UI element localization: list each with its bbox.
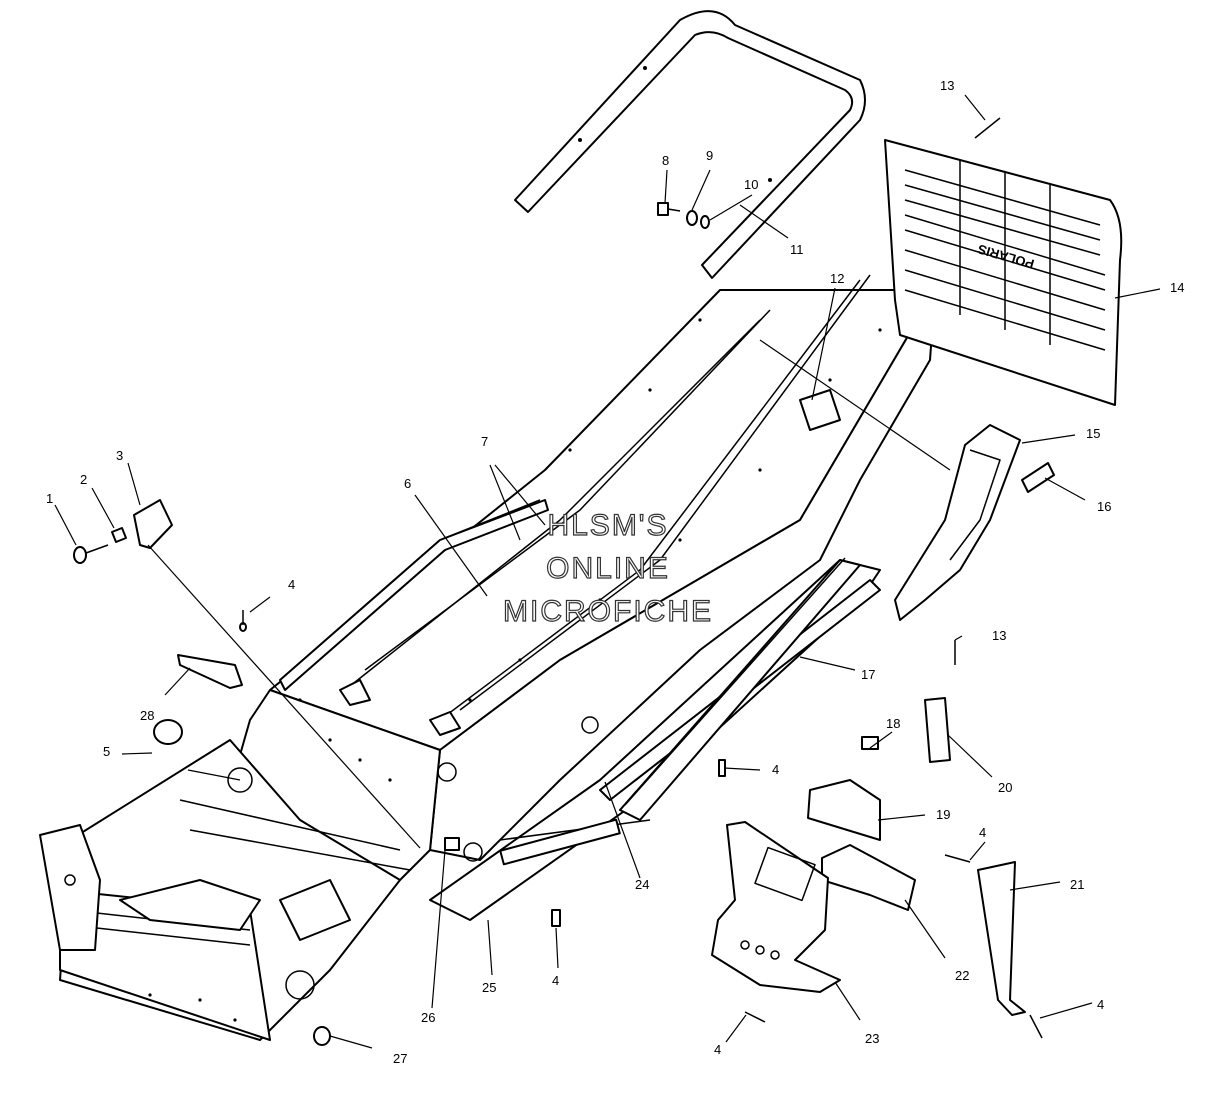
rivet-13-top (974, 117, 1001, 139)
callout-4-c: 4 (552, 973, 559, 988)
callout-9: 9 (706, 148, 713, 163)
watermark-line-2: ONLINE (546, 552, 670, 585)
running-board-edge (279, 499, 549, 691)
callout-28: 28 (140, 708, 154, 723)
callout-13-a: 13 (940, 78, 954, 93)
callout-11: 11 (790, 242, 804, 257)
callout-7: 7 (481, 434, 488, 449)
screw-4-f (1029, 1014, 1043, 1039)
callout-16: 16 (1097, 499, 1111, 514)
bolt-8 (657, 202, 681, 216)
screw-1 (73, 544, 109, 564)
leader-lines (54, 94, 1161, 1049)
brace-21 (977, 861, 1026, 1016)
callout-24: 24 (635, 877, 649, 892)
grommet-5 (153, 719, 183, 745)
bracket-15 (894, 424, 1021, 621)
bolt-26 (444, 837, 460, 851)
callout-14: 14 (1170, 280, 1184, 295)
callout-6: 6 (404, 476, 411, 491)
callout-4-e: 4 (714, 1042, 721, 1057)
bracket-28 (177, 654, 243, 689)
callout-27: 27 (393, 1051, 407, 1066)
callout-8: 8 (662, 153, 669, 168)
callout-1: 1 (46, 491, 53, 506)
watermark: HLSM'S ONLINE MICROFICHE (502, 508, 713, 628)
callout-4-f: 4 (1097, 997, 1104, 1012)
callout-19: 19 (936, 807, 950, 822)
callout-17: 17 (861, 667, 875, 682)
tie-down-20 (924, 697, 951, 763)
callout-12: 12 (830, 271, 844, 286)
callout-2: 2 (80, 472, 87, 487)
screw-4-d (944, 854, 971, 863)
pad-18 (861, 736, 879, 750)
callout-4-a: 4 (288, 577, 295, 592)
callout-4-d: 4 (979, 825, 986, 840)
callout-3: 3 (116, 448, 123, 463)
callout-21: 21 (1070, 877, 1084, 892)
rear-grab-bar (514, 10, 866, 279)
callout-18: 18 (886, 716, 900, 731)
bracket-3 (133, 499, 173, 549)
callout-10: 10 (744, 177, 758, 192)
callout-13-b: 13 (992, 628, 1006, 643)
screw-4-a (239, 610, 247, 632)
screw-4-e (744, 1011, 766, 1023)
callout-numbers: 1 2 3 4 5 6 7 8 9 10 11 12 13 14 15 16 1… (46, 78, 1184, 1066)
chassis-tunnel (39, 274, 936, 1041)
nut-10 (700, 215, 710, 229)
callout-15: 15 (1086, 426, 1100, 441)
screw-4-c (551, 909, 561, 927)
watermark-line-1: HLSM'S (547, 509, 668, 542)
bracket-19 (807, 779, 881, 841)
brace-22 (821, 844, 916, 911)
plug-27 (313, 1026, 331, 1046)
snow-flap: POLARIS (884, 139, 1123, 406)
callout-23: 23 (865, 1031, 879, 1046)
callout-25: 25 (482, 980, 496, 995)
nut-2 (111, 527, 127, 543)
plate-23 (711, 821, 841, 993)
callout-26: 26 (421, 1010, 435, 1025)
reflector-16 (1021, 462, 1055, 493)
callout-22: 22 (955, 968, 969, 983)
callout-4-b: 4 (772, 762, 779, 777)
washer-9 (686, 210, 698, 226)
callout-5: 5 (103, 744, 110, 759)
callout-20: 20 (998, 780, 1012, 795)
watermark-line-3: MICROFICHE (503, 595, 713, 628)
